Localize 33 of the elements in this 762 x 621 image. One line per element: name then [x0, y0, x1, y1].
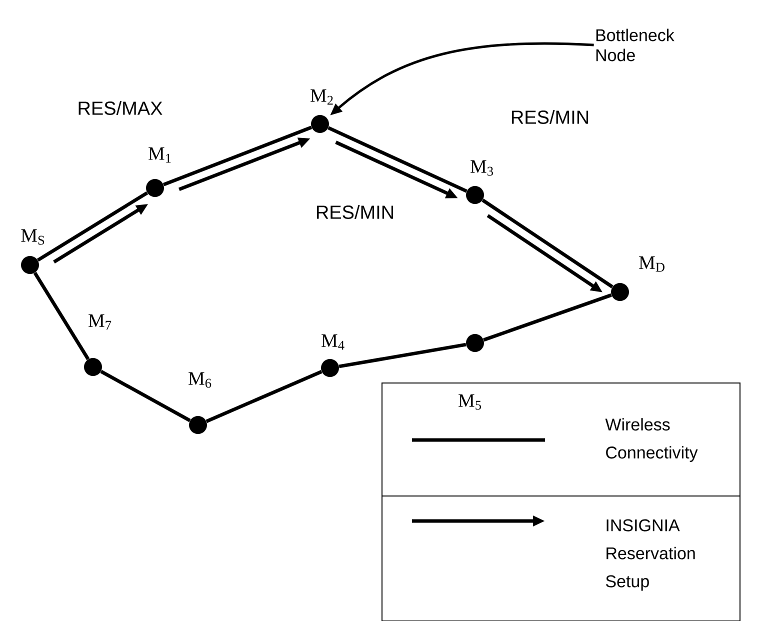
link-line [36, 191, 148, 262]
node-dot [84, 358, 102, 376]
node-name: M$_{5}$ [458, 394, 481, 410]
node-dot [611, 283, 629, 301]
node-dot [21, 256, 39, 274]
node-dot [321, 359, 339, 377]
node-name: M$_{2}$ [310, 89, 333, 105]
node-name: M$_{S}$ [21, 229, 44, 245]
reservation-label: RES/MIN [512, 110, 588, 124]
link-line [483, 293, 612, 342]
node-name: M$_{3}$ [470, 160, 493, 176]
node-name: M$_{D}$ [639, 256, 664, 272]
link-line [100, 370, 191, 422]
node-dot [189, 416, 207, 434]
legend-text: INSIGNIA Reservation Setup [606, 519, 695, 591]
reservation-label: RES/MAX [78, 101, 162, 115]
legend-text: Wireless Connectivity [605, 418, 698, 462]
link-line [162, 126, 312, 186]
link-line [482, 198, 614, 288]
link-line [328, 126, 468, 193]
node-name: M$_{6}$ [188, 372, 212, 388]
node-name: M$_{4}$ [322, 334, 344, 350]
node-dot [466, 334, 484, 352]
link-line [338, 342, 466, 368]
node-name: M$_{7}$ [88, 314, 112, 330]
node-dot [146, 179, 164, 197]
node-name: M$_{1}$ [148, 147, 171, 163]
node-label: Bottleneck Node [596, 28, 674, 62]
node-dot [466, 186, 484, 204]
reservation-label: RES/MIN [316, 205, 394, 219]
link-line [33, 272, 90, 360]
node-dot [311, 115, 329, 133]
link-line [206, 370, 322, 423]
